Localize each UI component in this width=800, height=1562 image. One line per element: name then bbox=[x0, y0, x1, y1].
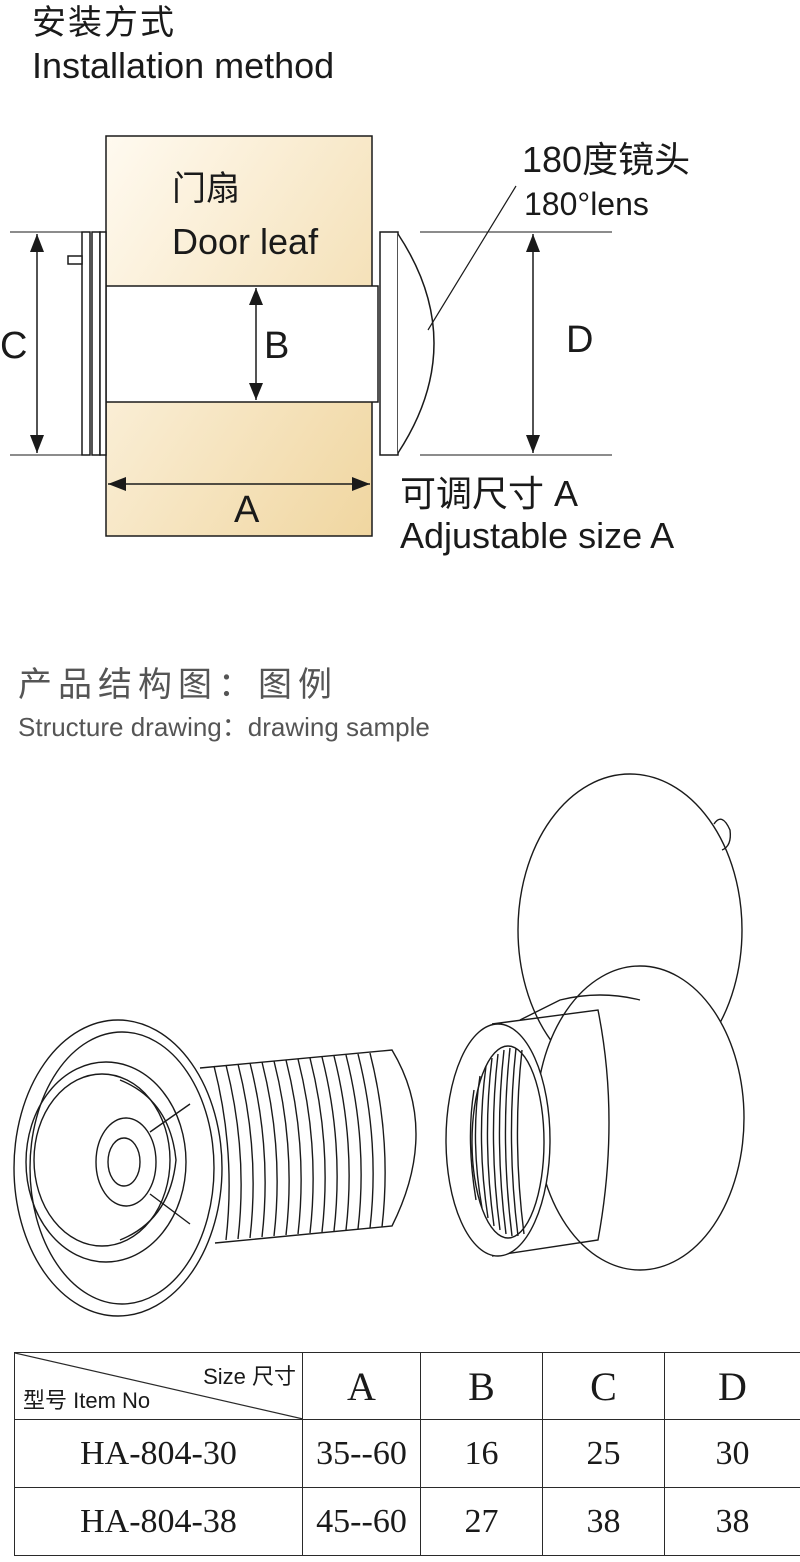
column-header-d: D bbox=[664, 1352, 800, 1420]
header-size-label: Size 尺寸 bbox=[203, 1364, 296, 1389]
dim-a-label: A bbox=[234, 489, 260, 531]
value-c-cell: 25 bbox=[542, 1419, 665, 1488]
table-header-row: Size 尺寸 型号 Item No A B C D bbox=[14, 1352, 800, 1420]
table-row: HA-804-30 35--60 16 25 30 bbox=[14, 1419, 800, 1488]
viewer-tube bbox=[105, 285, 379, 403]
cover-tab bbox=[67, 255, 83, 265]
value-a-cell: 45--60 bbox=[302, 1487, 421, 1556]
value-b-cell: 27 bbox=[420, 1487, 543, 1556]
installation-title-en: Installation method bbox=[32, 45, 335, 86]
value-a-cell: 35--60 bbox=[302, 1419, 421, 1488]
threaded-nut-with-cover bbox=[445, 773, 745, 1271]
value-d-cell: 38 bbox=[664, 1487, 800, 1556]
threaded-eyepiece bbox=[13, 1019, 417, 1317]
spec-table: Size 尺寸 型号 Item No A B C D HA-804-30 35-… bbox=[14, 1352, 800, 1556]
door-leaf-label-cn: 门扇 bbox=[172, 170, 240, 208]
dim-b-label: B bbox=[264, 325, 290, 367]
column-header-c: C bbox=[542, 1352, 665, 1420]
table-row: HA-804-38 45--60 27 38 38 bbox=[14, 1487, 800, 1556]
value-b-cell: 16 bbox=[420, 1419, 543, 1488]
item-no-cell: HA-804-38 bbox=[14, 1487, 303, 1556]
lens-flange bbox=[379, 231, 399, 456]
door-leaf-label-en: Door leaf bbox=[172, 221, 319, 262]
structure-title-en: Structure drawing：drawing sample bbox=[18, 712, 430, 742]
value-c-cell: 38 bbox=[542, 1487, 665, 1556]
lens-dome bbox=[397, 233, 435, 454]
lens-label-en: 180°lens bbox=[524, 186, 649, 222]
dim-c-label: C bbox=[0, 325, 28, 367]
header-item-label: 型号 Item No bbox=[23, 1388, 151, 1413]
installation-diagram bbox=[10, 135, 612, 537]
adjustable-label-cn: 可调尺寸 A bbox=[400, 473, 579, 514]
item-no-cell: HA-804-30 bbox=[14, 1419, 303, 1488]
column-header-b: B bbox=[420, 1352, 543, 1420]
adjustable-label-en: Adjustable size A bbox=[400, 515, 675, 556]
value-d-cell: 30 bbox=[664, 1419, 800, 1488]
lens-label-cn: 180度镜头 bbox=[522, 139, 691, 180]
inner-flange bbox=[81, 231, 91, 456]
dim-d-label: D bbox=[566, 319, 594, 361]
corner-diagonal bbox=[15, 1353, 302, 1419]
header-corner-cell: Size 尺寸 型号 Item No bbox=[14, 1352, 303, 1420]
column-header-a: A bbox=[302, 1352, 421, 1420]
structure-title-cn: 产品结构图：图例 bbox=[18, 666, 338, 704]
installation-title-cn: 安装方式 bbox=[32, 4, 176, 42]
